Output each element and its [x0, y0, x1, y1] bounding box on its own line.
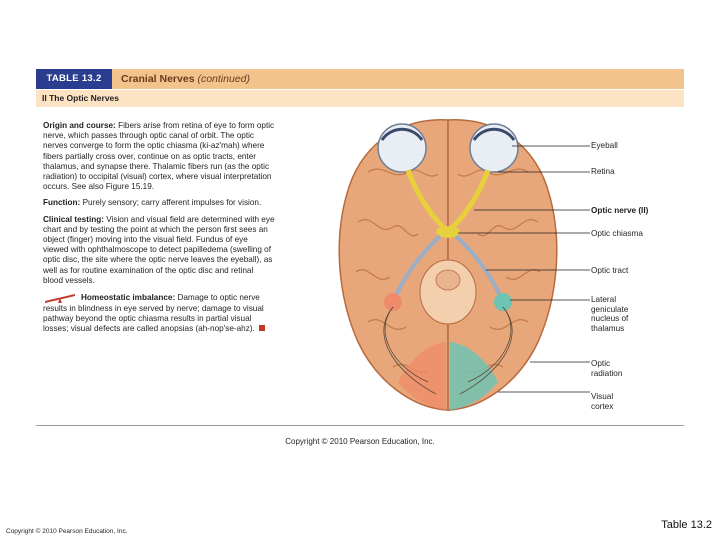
function-body: Purely sensory; carry afferent impulses … — [82, 198, 262, 208]
table-title-main: Cranial Nerves — [121, 73, 195, 85]
slide-title: Table 13.2 — [661, 519, 712, 531]
label-visual-cortex: Visual cortex — [591, 392, 613, 411]
clinical-paragraph: Clinical testing: Vision and visual fiel… — [43, 215, 275, 286]
brain-illustration — [338, 119, 590, 411]
origin-body: Fibers arise from retina of eye to form … — [43, 121, 275, 192]
eyeball-right — [469, 123, 519, 173]
label-optic-tract: Optic tract — [591, 266, 629, 275]
imbalance-label: Homeostatic imbalance: — [81, 293, 176, 303]
label-cortex-line1: Visual — [591, 392, 614, 401]
table-tag: TABLE 13.2 — [36, 69, 112, 89]
label-optic-chiasma: Optic chiasma — [591, 229, 643, 238]
imbalance-paragraph: Homeostatic imbalance: Damage to optic n… — [43, 292, 275, 335]
label-radiation-line2: radiation — [591, 368, 623, 378]
origin-label: Origin and course: — [43, 121, 116, 130]
label-cortex-line2: cortex — [591, 401, 614, 411]
optic-nerve-left — [405, 169, 446, 230]
figure-copyright: Copyright © 2010 Pearson Education, Inc. — [285, 437, 435, 446]
table-title: Cranial Nerves (continued) — [121, 69, 250, 89]
label-lgn-line4: thalamus — [591, 323, 625, 333]
label-lgn-line1: Lateral — [591, 295, 617, 304]
optic-nerve-right — [450, 169, 491, 230]
slide-copyright: Copyright © 2010 Pearson Education, Inc. — [6, 528, 128, 535]
label-radiation-line1: Optic — [591, 359, 611, 368]
end-marker-icon — [259, 325, 266, 332]
description-column: Origin and course: Fibers arise from ret… — [43, 121, 275, 341]
function-label: Function: — [43, 198, 81, 208]
section-title: II The Optic Nerves — [42, 93, 119, 103]
optic-tract-left — [392, 234, 442, 301]
eyeball-left — [377, 123, 427, 173]
clinical-body: Vision and visual field are determined w… — [43, 214, 275, 285]
label-eyeball: Eyeball — [591, 141, 618, 150]
table-header: TABLE 13.2 Cranial Nerves (continued) — [36, 69, 684, 89]
table-title-suffix: (continued) — [197, 73, 250, 85]
lateral-geniculate-left — [384, 293, 402, 311]
origin-paragraph: Origin and course: Fibers arise from ret… — [43, 121, 275, 192]
optic-chiasma — [436, 226, 460, 238]
imbalance-scale-icon — [45, 294, 75, 304]
lateral-geniculate-right — [494, 293, 512, 311]
function-paragraph: Function: Purely sensory; carry afferent… — [43, 198, 275, 208]
brainstem — [419, 259, 477, 325]
label-optic-nerve: Optic nerve (II) — [591, 206, 649, 215]
section-header: II The Optic Nerves — [36, 90, 684, 107]
imbalance-body: Damage to optic nerve results in blindne… — [43, 293, 264, 334]
label-lgn-line3: nucleus of — [591, 314, 629, 324]
label-lgn: Lateral geniculate nucleus of thalamus — [591, 295, 628, 333]
label-optic-radiation: Optic radiation — [591, 359, 622, 378]
leader-lines — [458, 145, 590, 393]
clinical-label: Clinical testing: — [43, 214, 104, 224]
label-lgn-line2: geniculate — [591, 304, 629, 314]
optic-tract-right — [454, 234, 504, 301]
bottom-rule — [36, 425, 684, 426]
optic-radiation — [383, 306, 513, 395]
label-retina: Retina — [591, 167, 615, 176]
